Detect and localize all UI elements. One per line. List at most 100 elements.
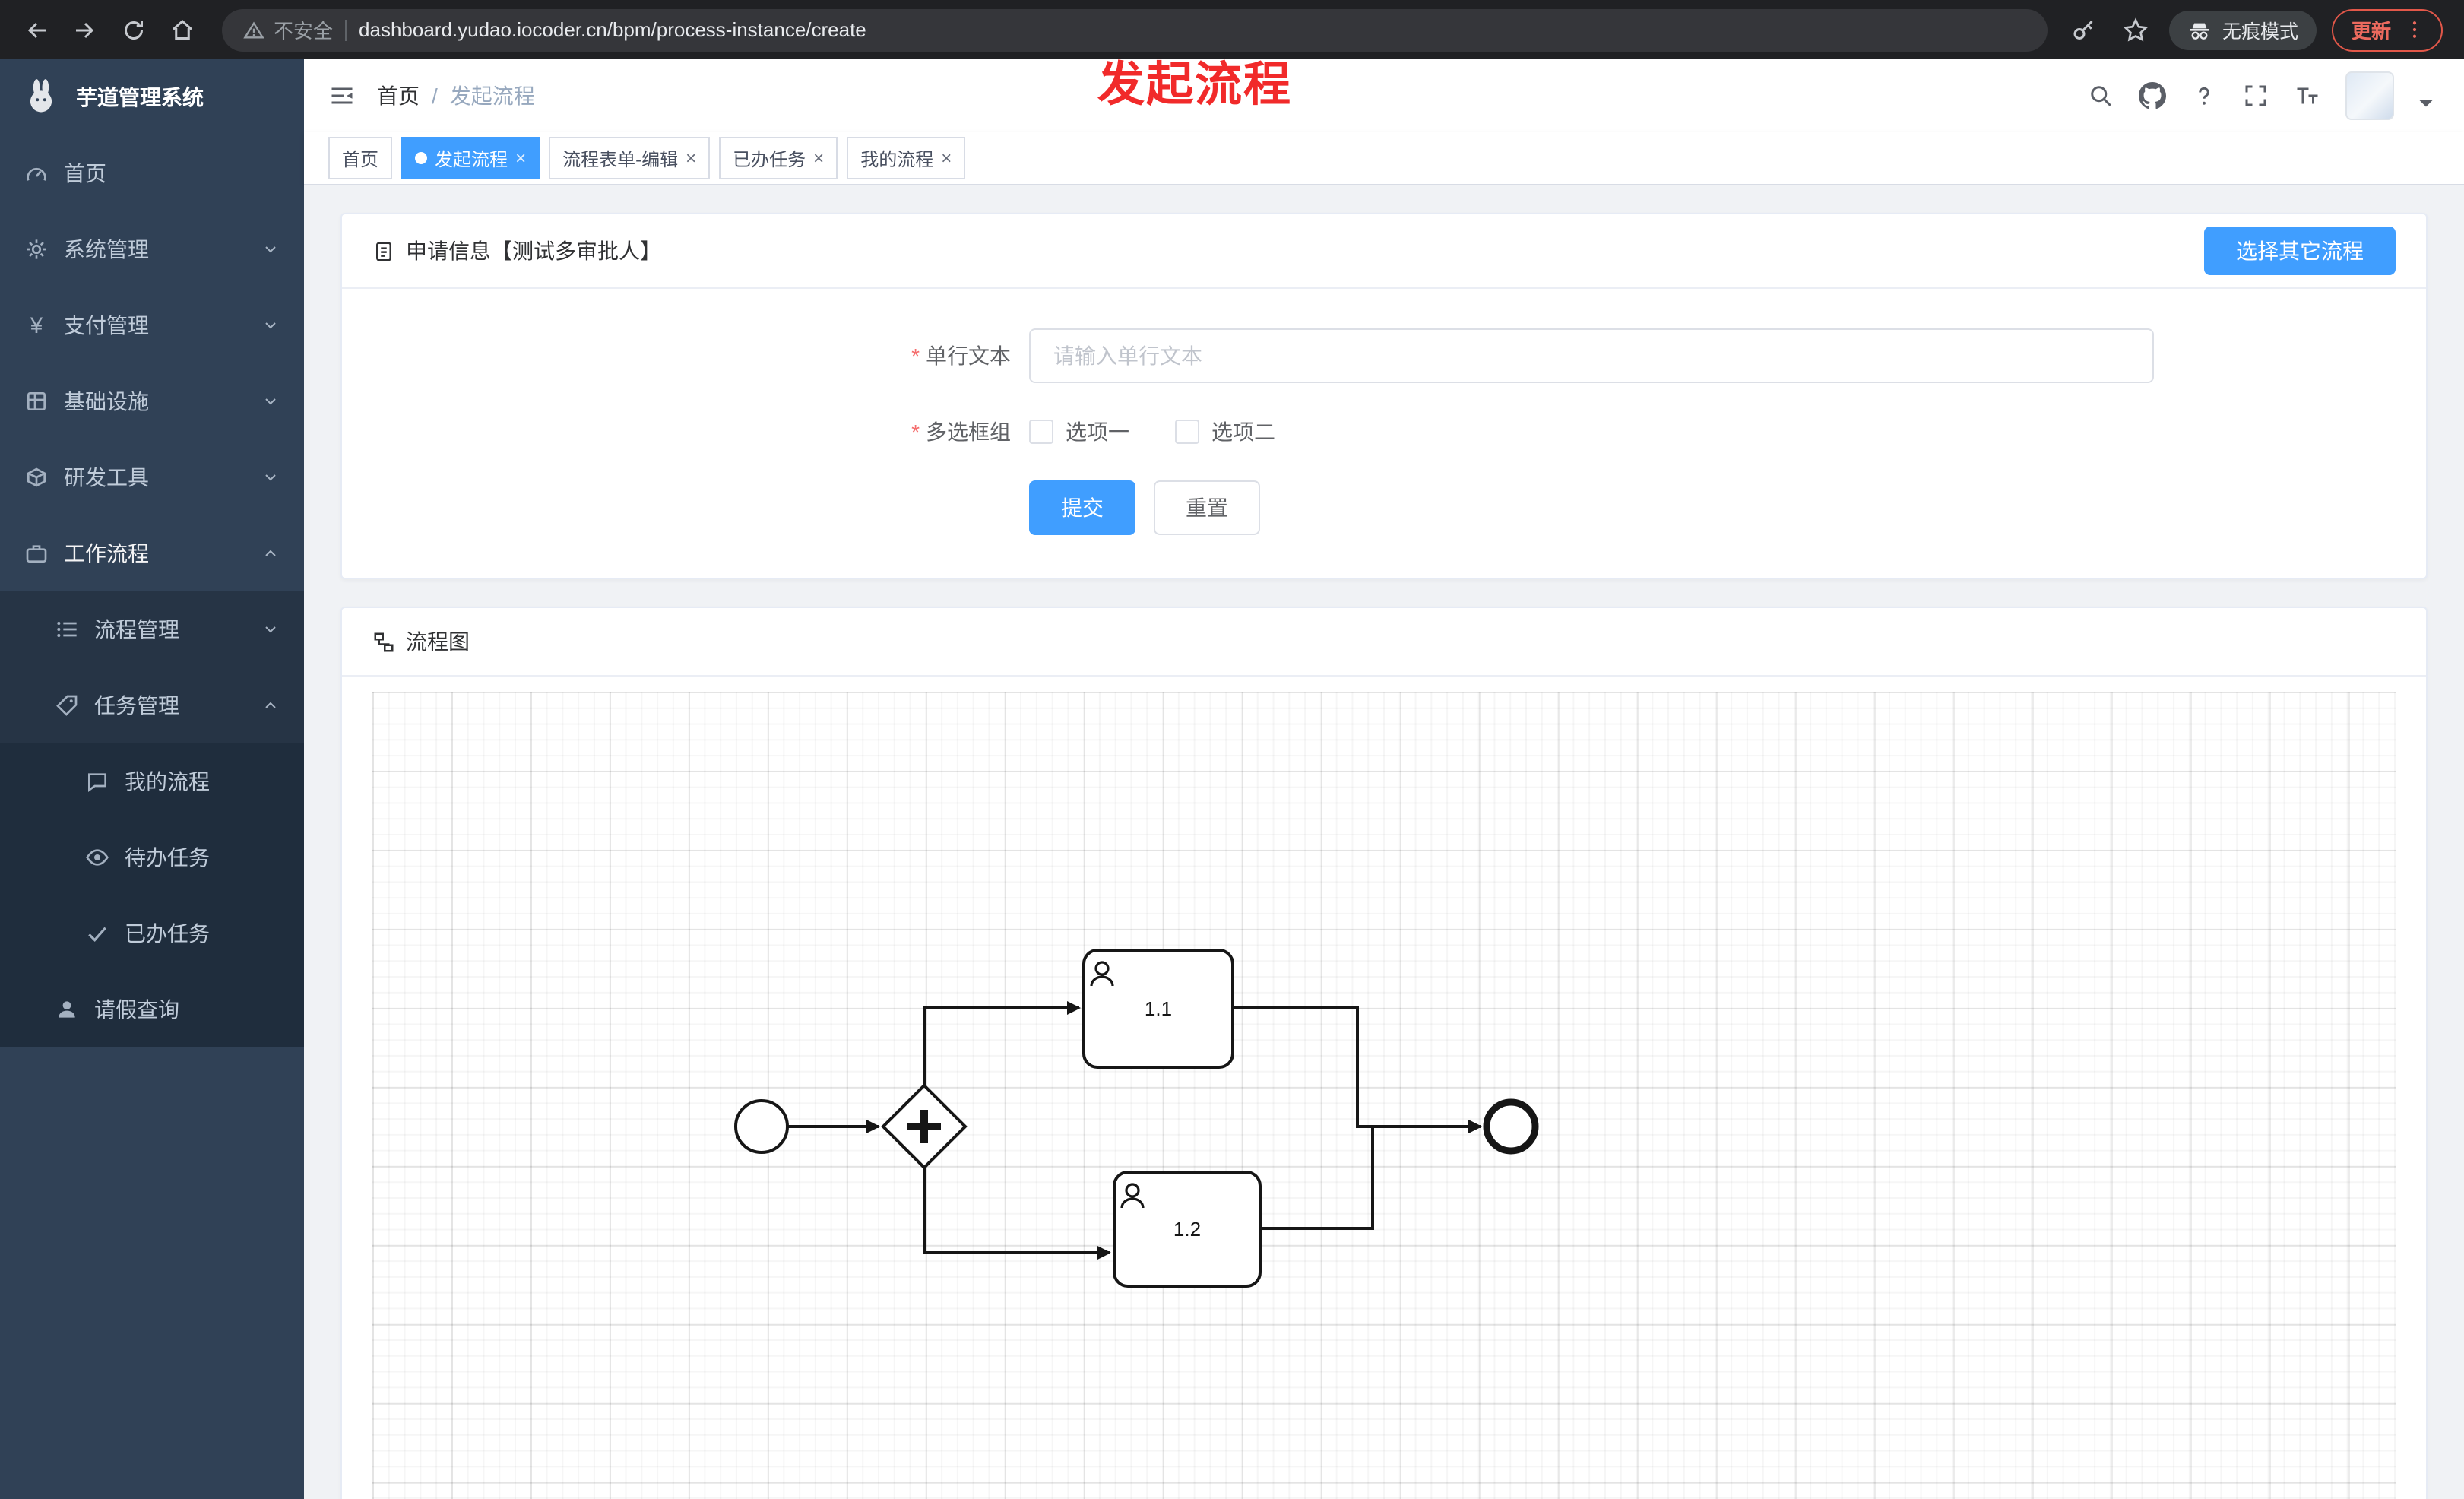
avatar-caret-icon[interactable] bbox=[2412, 90, 2440, 117]
app-title: 芋道管理系统 bbox=[76, 85, 204, 109]
sidebar: 芋道管理系统 首页 系统管理 ¥ 支付管理 基础设施 bbox=[0, 59, 304, 1499]
diagram-title: 流程图 bbox=[406, 629, 470, 654]
chevron-up-icon bbox=[261, 544, 280, 563]
app-logo-title: 芋道管理系统 bbox=[0, 59, 304, 135]
form-buttons: 提交 重置 bbox=[342, 480, 2426, 575]
tab-form-edit[interactable]: 流程表单-编辑 bbox=[549, 137, 711, 179]
tab-home[interactable]: 首页 bbox=[328, 137, 393, 179]
sidebar-item-process-mgmt[interactable]: 流程管理 bbox=[0, 591, 304, 667]
checkbox-icon[interactable] bbox=[1175, 420, 1199, 444]
close-icon[interactable] bbox=[686, 149, 696, 167]
submit-button[interactable]: 提交 bbox=[1029, 480, 1135, 535]
tab-my-process[interactable]: 我的流程 bbox=[847, 137, 966, 179]
avatar[interactable] bbox=[2345, 71, 2394, 120]
eye-icon bbox=[85, 845, 109, 870]
chevron-up-icon bbox=[261, 696, 280, 715]
close-icon[interactable] bbox=[813, 149, 824, 167]
user-task-2[interactable]: 1.2 bbox=[1113, 1171, 1262, 1288]
close-icon[interactable] bbox=[515, 149, 526, 167]
back-arrow-icon bbox=[23, 16, 50, 43]
github-icon[interactable] bbox=[2139, 82, 2166, 109]
task-label: 1.1 bbox=[1145, 997, 1172, 1020]
help-icon[interactable] bbox=[2190, 82, 2218, 109]
chevron-down-icon bbox=[261, 468, 280, 486]
sidebar-collapse-icon[interactable] bbox=[328, 82, 356, 109]
browser-toolbar: 不安全 dashboard.yudao.iocoder.cn/bpm/proce… bbox=[0, 0, 2464, 59]
checkbox-group-label: 多选框组 bbox=[342, 417, 1029, 447]
sequence-flows bbox=[787, 1001, 1482, 1260]
header-actions bbox=[2087, 71, 2440, 120]
search-icon[interactable] bbox=[2087, 82, 2114, 109]
breadcrumb-home[interactable]: 首页 bbox=[377, 84, 420, 108]
choose-other-process-button[interactable]: 选择其它流程 bbox=[2204, 227, 2396, 275]
browser-back-button[interactable] bbox=[15, 8, 58, 51]
sidebar-item-todo-tasks[interactable]: 待办任务 bbox=[0, 819, 304, 895]
sidebar-item-done-tasks[interactable]: 已办任务 bbox=[0, 895, 304, 971]
grid-icon bbox=[24, 389, 49, 414]
tag-icon bbox=[55, 693, 79, 718]
sidebar-item-task-mgmt[interactable]: 任务管理 bbox=[0, 667, 304, 743]
apply-info-title: 申请信息【测试多审批人】 bbox=[406, 239, 661, 263]
sidebar-item-infrastructure[interactable]: 基础设施 bbox=[0, 363, 304, 439]
fullscreen-icon[interactable] bbox=[2242, 82, 2269, 109]
reload-icon bbox=[120, 16, 147, 43]
flow-task2-end bbox=[1260, 1120, 1482, 1230]
forward-arrow-icon bbox=[71, 16, 99, 43]
sidebar-item-home[interactable]: 首页 bbox=[0, 135, 304, 211]
logo-rabbit-icon bbox=[21, 78, 61, 117]
bpmn-diagram: 1.1 1.2 bbox=[734, 949, 1539, 1288]
end-event[interactable] bbox=[1483, 1098, 1539, 1155]
reset-button[interactable]: 重置 bbox=[1154, 480, 1260, 535]
tab-start-process[interactable]: 发起流程 bbox=[401, 137, 540, 179]
chevron-down-icon bbox=[261, 392, 280, 410]
warning-icon bbox=[243, 19, 264, 40]
box-icon bbox=[24, 465, 49, 490]
security-indicator[interactable]: 不安全 bbox=[243, 15, 333, 44]
active-dot bbox=[415, 152, 428, 164]
browser-forward-button[interactable] bbox=[64, 8, 106, 51]
browser-update-button[interactable]: 更新 bbox=[2331, 8, 2443, 51]
security-label: 不安全 bbox=[274, 20, 334, 43]
breadcrumb-separator: / bbox=[432, 84, 438, 108]
update-label: 更新 bbox=[2351, 20, 2391, 43]
sidebar-item-workflow[interactable]: 工作流程 bbox=[0, 515, 304, 591]
url-text: dashboard.yudao.iocoder.cn/bpm/process-i… bbox=[359, 18, 866, 41]
check-icon bbox=[85, 921, 109, 946]
address-bar[interactable]: 不安全 dashboard.yudao.iocoder.cn/bpm/proce… bbox=[222, 8, 2048, 51]
sidebar-item-leave-query[interactable]: 请假查询 bbox=[0, 971, 304, 1047]
flow-task1-end bbox=[1233, 1006, 1482, 1133]
tab-done-tasks[interactable]: 已办任务 bbox=[719, 137, 838, 179]
parallel-gateway[interactable] bbox=[881, 1083, 968, 1170]
checkbox-option-1[interactable]: 选项一 bbox=[1029, 417, 1129, 447]
bpmn-canvas[interactable]: 1.1 1.2 bbox=[372, 692, 2396, 1499]
chat-bubble-icon bbox=[85, 769, 109, 794]
flow-gateway-task2 bbox=[923, 1168, 1111, 1260]
sidebar-item-payment[interactable]: ¥ 支付管理 bbox=[0, 287, 304, 363]
list-icon bbox=[55, 617, 79, 642]
sidebar-item-system[interactable]: 系统管理 bbox=[0, 211, 304, 287]
user-task-1[interactable]: 1.1 bbox=[1082, 949, 1234, 1069]
document-icon bbox=[372, 239, 395, 262]
flowchart-icon bbox=[372, 630, 395, 653]
browser-home-button[interactable] bbox=[161, 8, 204, 51]
start-event[interactable] bbox=[734, 1099, 789, 1154]
apply-info-card: 申请信息【测试多审批人】 选择其它流程 单行文本 多选框组 bbox=[340, 213, 2428, 579]
chevron-down-icon bbox=[261, 316, 280, 334]
browser-right-controls: 无痕模式 更新 bbox=[2066, 8, 2449, 51]
password-key-button[interactable] bbox=[2066, 11, 2102, 48]
sidebar-item-my-process[interactable]: 我的流程 bbox=[0, 743, 304, 819]
chevron-down-icon bbox=[261, 240, 280, 258]
close-icon[interactable] bbox=[941, 149, 952, 167]
browser-reload-button[interactable] bbox=[112, 8, 155, 51]
kebab-menu-icon[interactable] bbox=[2403, 18, 2426, 41]
url-divider bbox=[345, 19, 347, 40]
single-line-text-input[interactable] bbox=[1029, 328, 2154, 383]
font-size-icon[interactable] bbox=[2294, 82, 2321, 109]
home-icon bbox=[169, 16, 196, 43]
sidebar-item-devtools[interactable]: 研发工具 bbox=[0, 439, 304, 515]
bookmark-star-button[interactable] bbox=[2117, 11, 2154, 48]
main-area: 首页 / 发起流程 首页 bbox=[304, 59, 2464, 1499]
checkbox-icon[interactable] bbox=[1029, 420, 1053, 444]
checkbox-option-2[interactable]: 选项二 bbox=[1175, 417, 1275, 447]
incognito-badge: 无痕模式 bbox=[2168, 10, 2317, 49]
